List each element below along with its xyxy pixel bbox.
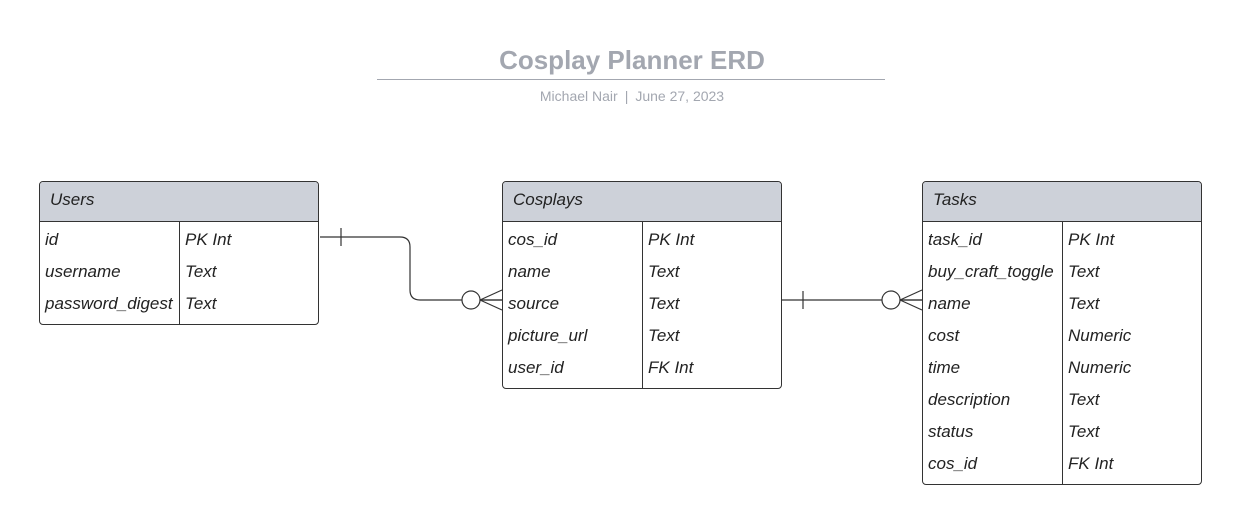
attribute-name: cos_id bbox=[508, 230, 558, 249]
attribute-name: source bbox=[508, 294, 560, 313]
attribute-name: buy_craft_toggle bbox=[928, 262, 1054, 281]
attribute-row: picture_url Text bbox=[503, 320, 781, 352]
attribute-row: name Text bbox=[923, 288, 1201, 320]
attribute-row: name Text bbox=[503, 256, 781, 288]
column-divider bbox=[1062, 222, 1063, 484]
attribute-type: Text bbox=[648, 294, 680, 313]
attribute-row: password_digest Text bbox=[40, 288, 318, 320]
attribute-name: cos_id bbox=[928, 454, 978, 473]
diagram-subtitle: Michael Nair | June 27, 2023 bbox=[0, 88, 1242, 104]
users-cosplays-line bbox=[320, 236, 502, 301]
attribute-row: source Text bbox=[503, 288, 781, 320]
author-text: Michael Nair bbox=[539, 88, 618, 104]
cosplays-crowfoot-bottom bbox=[479, 299, 503, 311]
title-underline bbox=[377, 79, 885, 80]
attribute-row: status Text bbox=[923, 416, 1201, 448]
attribute-name: username bbox=[45, 262, 121, 281]
subtitle-separator: | bbox=[624, 88, 629, 104]
attribute-type: PK Int bbox=[1068, 230, 1115, 249]
attribute-name: password_digest bbox=[45, 294, 173, 313]
cosplays-zero-marker bbox=[461, 290, 481, 310]
attribute-type: Text bbox=[1068, 262, 1100, 281]
attribute-row: buy_craft_toggle Text bbox=[923, 256, 1201, 288]
cosplays-crowfoot-top bbox=[479, 289, 503, 301]
attribute-type: Text bbox=[648, 326, 680, 345]
entity-header: Tasks bbox=[923, 182, 1201, 222]
attribute-name: user_id bbox=[508, 358, 564, 377]
attribute-row: username Text bbox=[40, 256, 318, 288]
attribute-row: cos_id PK Int bbox=[503, 224, 781, 256]
date-text: June 27, 2023 bbox=[635, 88, 725, 104]
attribute-name: picture_url bbox=[508, 326, 588, 345]
attribute-name: description bbox=[928, 390, 1011, 409]
tasks-crowfoot-bottom bbox=[899, 299, 923, 311]
attribute-type: Text bbox=[1068, 294, 1100, 313]
attribute-type: FK Int bbox=[648, 358, 694, 377]
attribute-type: Text bbox=[185, 262, 217, 281]
attribute-row: task_id PK Int bbox=[923, 224, 1201, 256]
attribute-type: Numeric bbox=[1068, 358, 1132, 377]
diagram-title: Cosplay Planner ERD bbox=[499, 45, 765, 75]
entity-header: Users bbox=[40, 182, 318, 222]
attribute-type: Text bbox=[648, 262, 680, 281]
attribute-row: description Text bbox=[923, 384, 1201, 416]
tasks-crowfoot-top bbox=[899, 289, 923, 301]
attribute-name: cost bbox=[928, 326, 960, 345]
attribute-row: id PK Int bbox=[40, 224, 318, 256]
attribute-row: time Numeric bbox=[923, 352, 1201, 384]
attribute-name: name bbox=[508, 262, 551, 281]
column-divider bbox=[642, 222, 643, 388]
attribute-type: Numeric bbox=[1068, 326, 1132, 345]
attribute-row: user_id FK Int bbox=[503, 352, 781, 384]
column-divider bbox=[179, 222, 180, 324]
attribute-name: name bbox=[928, 294, 971, 313]
tasks-zero-marker bbox=[881, 290, 901, 310]
attribute-name: time bbox=[928, 358, 961, 377]
attribute-type: Text bbox=[185, 294, 217, 313]
attribute-row: cos_id FK Int bbox=[923, 448, 1201, 480]
attribute-name: id bbox=[45, 230, 59, 249]
entity-header: Cosplays bbox=[503, 182, 781, 222]
attribute-type: Text bbox=[1068, 422, 1100, 441]
attribute-type: PK Int bbox=[648, 230, 695, 249]
attribute-name: status bbox=[928, 422, 974, 441]
attribute-row: cost Numeric bbox=[923, 320, 1201, 352]
attribute-type: Text bbox=[1068, 390, 1100, 409]
attribute-name: task_id bbox=[928, 230, 982, 249]
attribute-type: PK Int bbox=[185, 230, 232, 249]
attribute-type: FK Int bbox=[1068, 454, 1114, 473]
